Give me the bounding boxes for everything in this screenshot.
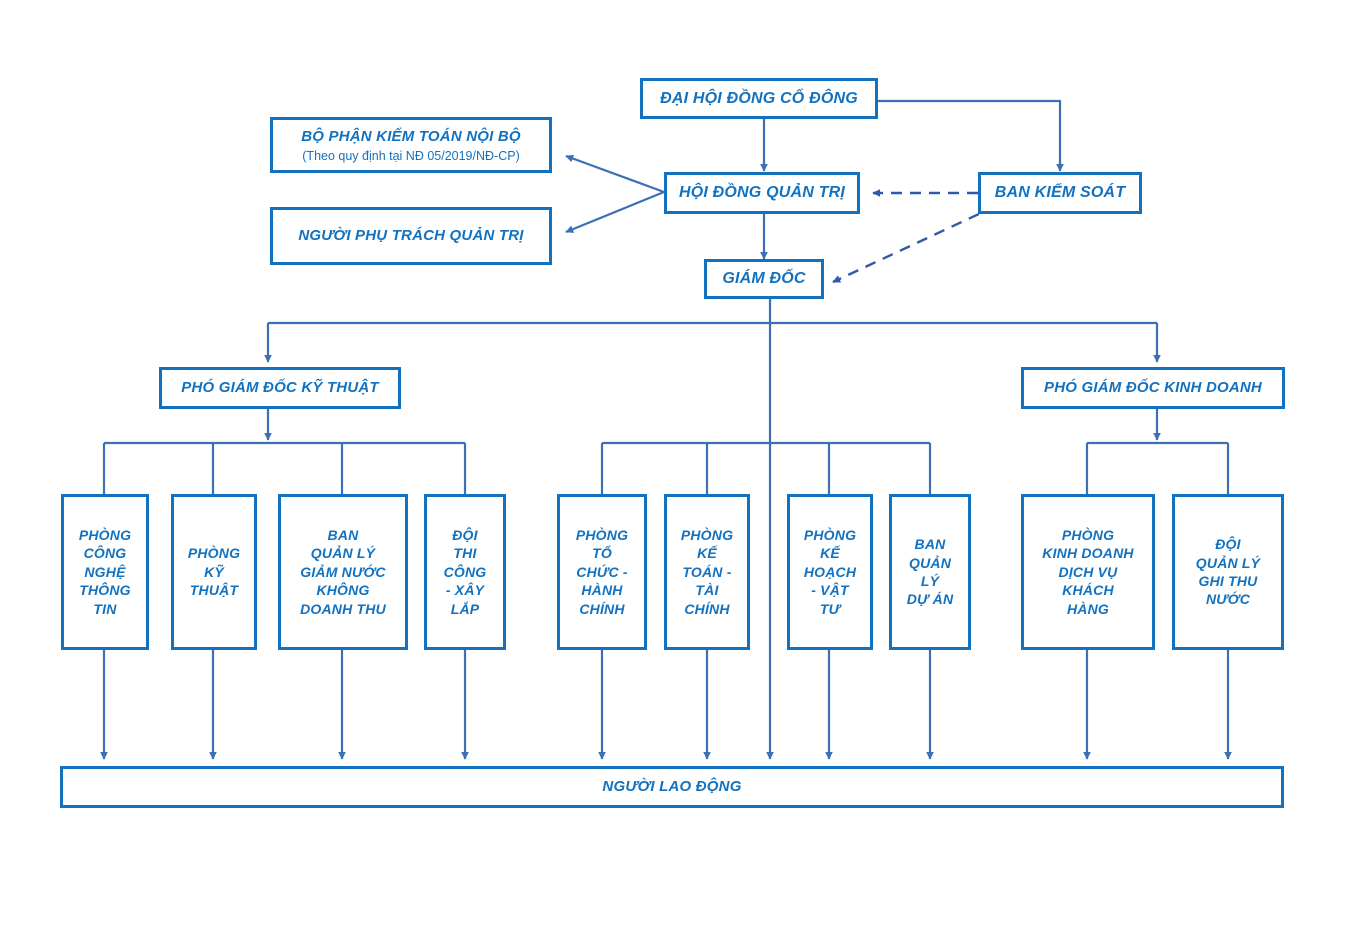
node-accounting-finance-dept-label: PHÒNG KẾ TOÁN - TÀI CHÍNH: [680, 526, 734, 617]
node-it-dept-label: PHÒNG CÔNG NGHỆ THÔNG TIN: [78, 526, 132, 617]
node-construction-team[interactable]: ĐỘI THI CÔNG - XÂY LẮP: [424, 494, 506, 650]
node-governance-officer-label: NGƯỜI PHỤ TRÁCH QUẢN TRỊ: [298, 227, 524, 245]
node-general-meeting-label: ĐẠI HỘI ĐỒNG CỔ ĐÔNG: [660, 89, 858, 107]
node-deputy-business-label: PHÓ GIÁM ĐỐC KINH DOANH: [1044, 379, 1262, 397]
node-organization-admin-dept-label: PHÒNG TỔ CHỨC - HÀNH CHÍNH: [575, 526, 629, 617]
node-project-management-board-label: BAN QUẢN LÝ DỰ ÁN: [906, 536, 954, 608]
node-employees-label: NGƯỜI LAO ĐỘNG: [602, 778, 742, 796]
edge-board-to-audit: [565, 154, 665, 194]
node-nrw-management-board-label: BAN QUẢN LÝ GIẢM NƯỚC KHÔNG DOANH THU: [300, 526, 386, 617]
node-director-label: GIÁM ĐỐC: [722, 270, 806, 288]
node-nrw-management-board[interactable]: BAN QUẢN LÝ GIẢM NƯỚC KHÔNG DOANH THU: [278, 494, 408, 650]
node-accounting-finance-dept[interactable]: PHÒNG KẾ TOÁN - TÀI CHÍNH: [664, 494, 750, 650]
node-supervisory-board[interactable]: BAN KIỂM SOÁT: [978, 172, 1142, 214]
node-deputy-technical[interactable]: PHÓ GIÁM ĐỐC KỸ THUẬT: [159, 367, 401, 409]
node-internal-audit[interactable]: BỘ PHẬN KIỂM TOÁN NỘI BỘ (Theo quy định …: [270, 117, 552, 173]
node-it-dept[interactable]: PHÒNG CÔNG NGHỆ THÔNG TIN: [61, 494, 149, 650]
node-customer-service-sales-dept[interactable]: PHÒNG KINH DOANH DỊCH VỤ KHÁCH HÀNG: [1021, 494, 1155, 650]
node-water-meter-reading-team[interactable]: ĐỘI QUẢN LÝ GHI THU NƯỚC: [1172, 494, 1284, 650]
node-governance-officer[interactable]: NGƯỜI PHỤ TRÁCH QUẢN TRỊ: [270, 207, 552, 265]
node-employees[interactable]: NGƯỜI LAO ĐỘNG: [60, 766, 1284, 808]
node-general-meeting[interactable]: ĐẠI HỘI ĐỒNG CỔ ĐÔNG: [640, 78, 878, 119]
node-water-meter-reading-team-label: ĐỘI QUẢN LÝ GHI THU NƯỚC: [1195, 536, 1261, 608]
node-deputy-technical-label: PHÓ GIÁM ĐỐC KỸ THUẬT: [181, 379, 379, 397]
node-internal-audit-label: BỘ PHẬN KIỂM TOÁN NỘI BỘ: [301, 127, 521, 145]
node-planning-materials-dept[interactable]: PHÒNG KẾ HOẠCH - VẬT TƯ: [787, 494, 873, 650]
edge-supervisory-to-director-dashed: [832, 204, 997, 284]
node-construction-team-label: ĐỘI THI CÔNG - XÂY LẮP: [443, 526, 487, 617]
node-engineering-dept-label: PHÒNG KỸ THUẬT: [187, 545, 241, 599]
node-director[interactable]: GIÁM ĐỐC: [704, 259, 824, 299]
node-board-of-directors-label: HỘI ĐỒNG QUẢN TRỊ: [678, 184, 846, 202]
node-deputy-business[interactable]: PHÓ GIÁM ĐỐC KINH DOANH: [1021, 367, 1285, 409]
node-planning-materials-dept-label: PHÒNG KẾ HOẠCH - VẬT TƯ: [803, 526, 857, 617]
edge-meeting-to-supervisory: [878, 99, 1064, 172]
edge-board-to-governance: [565, 190, 665, 234]
node-customer-service-sales-dept-label: PHÒNG KINH DOANH DỊCH VỤ KHÁCH HÀNG: [1042, 526, 1134, 617]
node-board-of-directors[interactable]: HỘI ĐỒNG QUẢN TRỊ: [664, 172, 860, 214]
node-engineering-dept[interactable]: PHÒNG KỸ THUẬT: [171, 494, 257, 650]
node-project-management-board[interactable]: BAN QUẢN LÝ DỰ ÁN: [889, 494, 971, 650]
node-organization-admin-dept[interactable]: PHÒNG TỔ CHỨC - HÀNH CHÍNH: [557, 494, 647, 650]
node-supervisory-board-label: BAN KIỂM SOÁT: [994, 184, 1126, 202]
node-internal-audit-note: (Theo quy định tại NĐ 05/2019/NĐ-CP): [302, 149, 520, 164]
